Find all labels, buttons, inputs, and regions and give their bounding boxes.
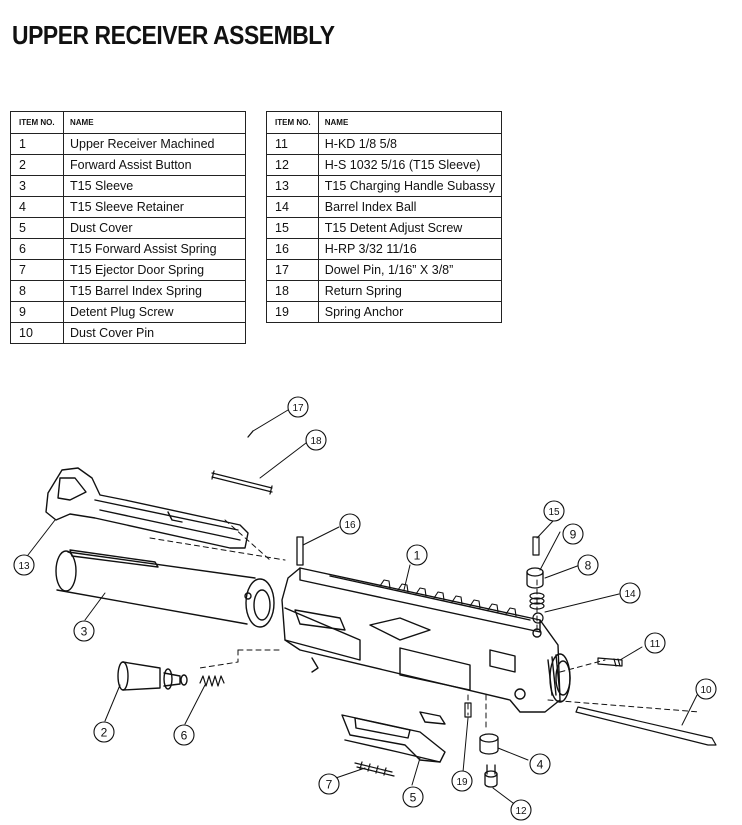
- page-title: UPPER RECEIVER ASSEMBLY: [12, 20, 335, 50]
- detent-plug-screw-part: [526, 567, 544, 589]
- screw-12-part: [484, 764, 498, 788]
- barrel-index-spring-part: [529, 592, 545, 610]
- dust-cover-pin-part: [575, 706, 717, 746]
- item-name: T15 Ejector Door Spring: [63, 259, 246, 281]
- item-name: T15 Sleeve: [63, 175, 246, 197]
- sleeve-retainer-part: [479, 733, 499, 755]
- callout-9: 9: [570, 528, 577, 542]
- pin-16-part: [296, 536, 304, 566]
- callout-11: 11: [650, 639, 661, 650]
- item-name: H-RP 3/32 11/16: [317, 238, 503, 260]
- spring-anchor-part: [464, 702, 472, 718]
- callout-7: 7: [326, 778, 333, 792]
- callout-8: 8: [585, 559, 592, 573]
- forward-assist-spring-part: [199, 675, 225, 687]
- callout-labels: 1 2 3 4 5 6 7 8 9 10 11 12 13 14 15 16 1…: [18, 403, 712, 817]
- callout-3: 3: [81, 625, 88, 639]
- item-number: 15: [266, 217, 319, 239]
- return-spring-part: [211, 470, 273, 495]
- callout-12: 12: [515, 806, 527, 817]
- charging-handle-part: [45, 467, 249, 549]
- callout-6: 6: [181, 729, 188, 743]
- pin-11-part: [597, 657, 623, 667]
- callout-14: 14: [624, 589, 636, 600]
- table-header-row: ITEM NO. NAME: [10, 111, 246, 134]
- callout-19: 19: [456, 777, 468, 788]
- item-name: T15 Charging Handle Subassy: [317, 175, 503, 197]
- item-name: Spring Anchor: [317, 301, 503, 323]
- t15-sleeve-part: [55, 549, 275, 628]
- detent-adjust-screw-part: [532, 536, 540, 556]
- callout-5: 5: [410, 791, 417, 805]
- item-name: Dowel Pin, 1/16” X 3/8”: [317, 259, 503, 281]
- callout-circles: [13, 396, 717, 821]
- dust-cover-part: [341, 711, 446, 763]
- callout-16: 16: [344, 520, 356, 531]
- item-name: Barrel Index Ball: [317, 196, 503, 218]
- callout-1: 1: [414, 549, 421, 563]
- upper-receiver-part: [281, 567, 571, 713]
- callout-18: 18: [310, 436, 322, 447]
- dowel-pin-17-part: [247, 430, 254, 438]
- barrel-index-ball-part: [532, 612, 544, 624]
- callout-2: 2: [101, 726, 108, 740]
- item-name: Dust Cover Pin: [63, 322, 246, 344]
- callout-15: 15: [548, 507, 560, 518]
- item-number: 10: [10, 322, 64, 344]
- callout-17: 17: [292, 403, 304, 414]
- forward-assist-button-part: [117, 661, 188, 691]
- callout-10: 10: [700, 685, 712, 696]
- callout-4: 4: [537, 758, 544, 772]
- item-name: T15 Barrel Index Spring: [63, 280, 246, 302]
- leader-lines: [27, 409, 698, 804]
- callout-13: 13: [18, 561, 30, 572]
